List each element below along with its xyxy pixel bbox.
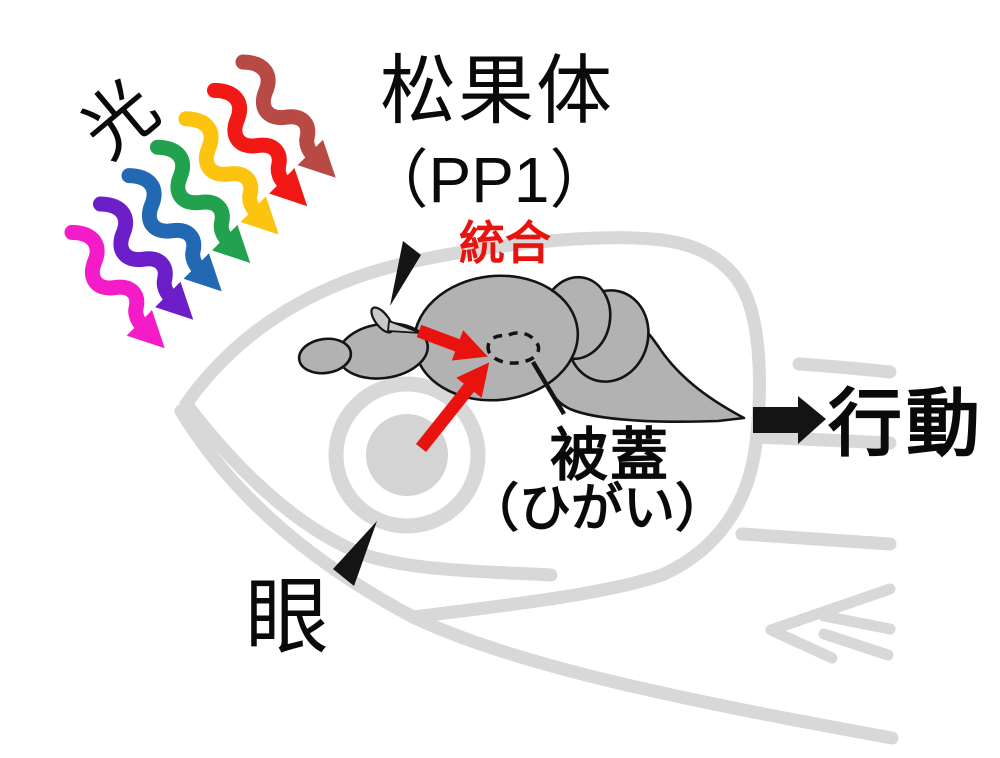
- pectoral-fin-chevron: [765, 583, 896, 664]
- fish-upper-jaw-line: [181, 399, 558, 582]
- fish-lateral-line: [751, 430, 897, 450]
- pineal-organ-subtitle: （PP1）: [364, 144, 614, 216]
- light-arrow-magenta: [64, 224, 165, 349]
- olfactory-bulb: [297, 337, 353, 375]
- pineal-to-tegmentum-arrow: [416, 324, 488, 361]
- pectoral-fin: [765, 583, 896, 664]
- eye-pointer-wedge: [333, 521, 377, 586]
- fish-lower-body-line: [174, 404, 899, 745]
- light-arrow-yellow: [178, 111, 279, 235]
- pineal-stalk-needle: [387, 320, 422, 334]
- eye-label: 眼: [244, 570, 330, 664]
- fish-mid-body-line: [735, 527, 897, 551]
- light-arrow-blue: [121, 168, 222, 292]
- pectoral-fin-ray-1: [818, 610, 896, 635]
- pineal-organ-title: 松果体: [380, 49, 614, 134]
- eye-to-tegmentum-arrow: [415, 362, 490, 453]
- behavior-label: 行動: [828, 382, 984, 465]
- tegmentum-callout-line: [531, 360, 566, 416]
- pectoral-fin-ray-2: [818, 628, 894, 661]
- tegmentum-dashed-outline: [486, 331, 541, 365]
- light-arrow-red: [207, 82, 308, 207]
- fish-back-line: [792, 357, 897, 379]
- light-arrow-green: [150, 139, 251, 264]
- light-arrow-far-red: [235, 54, 336, 178]
- eye-outer-ring: [328, 376, 486, 534]
- integration-label: 統合: [459, 217, 551, 269]
- tegmentum-reading-label: （ひがい）: [466, 480, 728, 538]
- light-spectrum-arrows: [64, 54, 336, 349]
- tegmentum-label: 被蓋: [549, 423, 671, 488]
- fish-dorsal-and-gill-outline: [179, 231, 766, 624]
- light-arrow-violet: [93, 196, 194, 320]
- behavior-arrow: [753, 396, 826, 444]
- pineal-pointer-wedge: [390, 241, 421, 306]
